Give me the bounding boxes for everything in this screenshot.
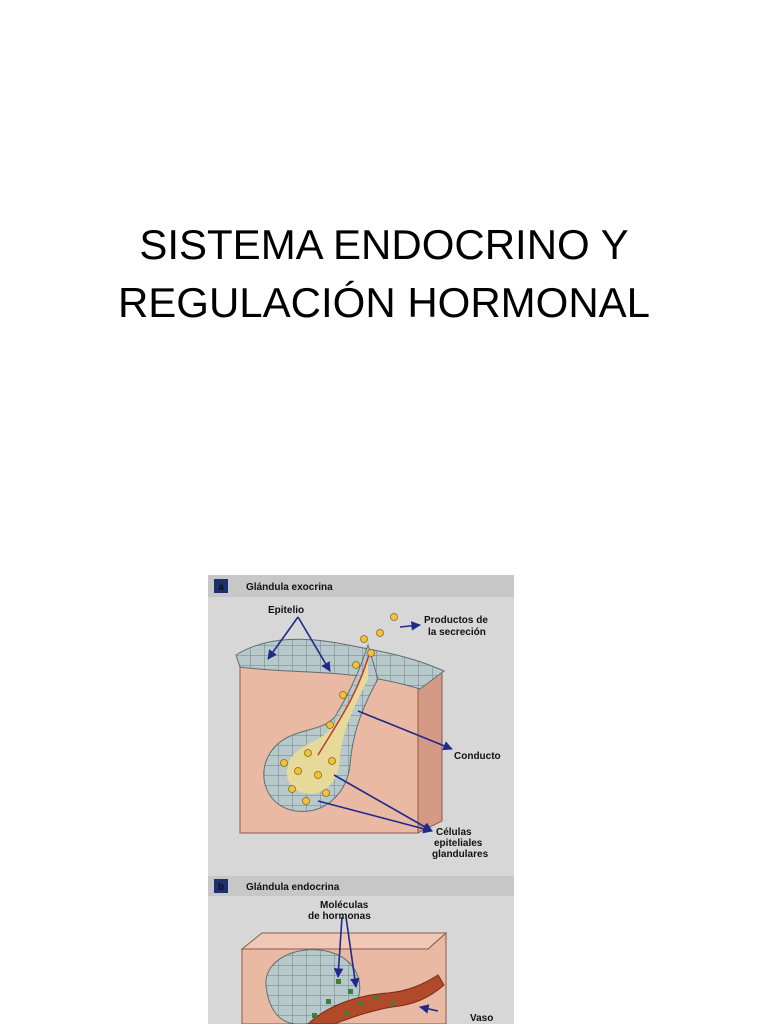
panel-b-header <box>208 876 514 896</box>
label-epitelio: Epitelio <box>268 605 304 616</box>
gland-illustration: a Glándula exocrina <box>208 575 514 1024</box>
tissue-block-b-top <box>240 932 448 950</box>
panel-b-letter-box <box>214 879 228 893</box>
panel-a-letter-box <box>214 579 228 593</box>
label-moleculas-1: Moléculas <box>320 900 369 911</box>
label-conducto: Conducto <box>454 751 501 762</box>
label-celulas-1: Células <box>436 827 472 838</box>
panel-a-header <box>208 575 514 597</box>
callout-arrows-a <box>267 616 453 834</box>
label-vaso: Vaso <box>470 1013 493 1024</box>
panel-b-letter: b <box>218 882 224 893</box>
panel-a: a Glándula exocrina <box>208 575 514 873</box>
label-moleculas-2: de hormonas <box>308 911 371 922</box>
callout-arrows-b <box>333 916 439 1014</box>
label-productos-1: Productos de <box>424 615 488 626</box>
hormone-molecules <box>312 979 395 1018</box>
panel-a-letter: a <box>218 582 224 593</box>
gland-lumen <box>286 657 368 794</box>
secretion-droplets <box>280 613 398 805</box>
tissue-block-side <box>417 670 443 834</box>
label-celulas-3: glandulares <box>432 849 489 860</box>
secretion-flow <box>317 650 371 756</box>
gland-figure: a Glándula exocrina <box>208 575 514 1024</box>
label-celulas-2: epiteliales <box>434 838 483 849</box>
slide-title: SISTEMA ENDOCRINO Y REGULACIÓN HORMONAL <box>40 216 728 332</box>
label-productos-2: la secreción <box>428 627 486 638</box>
panel-a-heading: Glándula exocrina <box>246 582 333 593</box>
panel-b-heading: Glándula endocrina <box>246 882 340 893</box>
title-line-2: REGULACIÓN HORMONAL <box>117 279 651 327</box>
panel-b: b Glándula endocrina <box>208 873 514 1024</box>
title-line-1: SISTEMA ENDOCRINO Y <box>139 221 629 269</box>
